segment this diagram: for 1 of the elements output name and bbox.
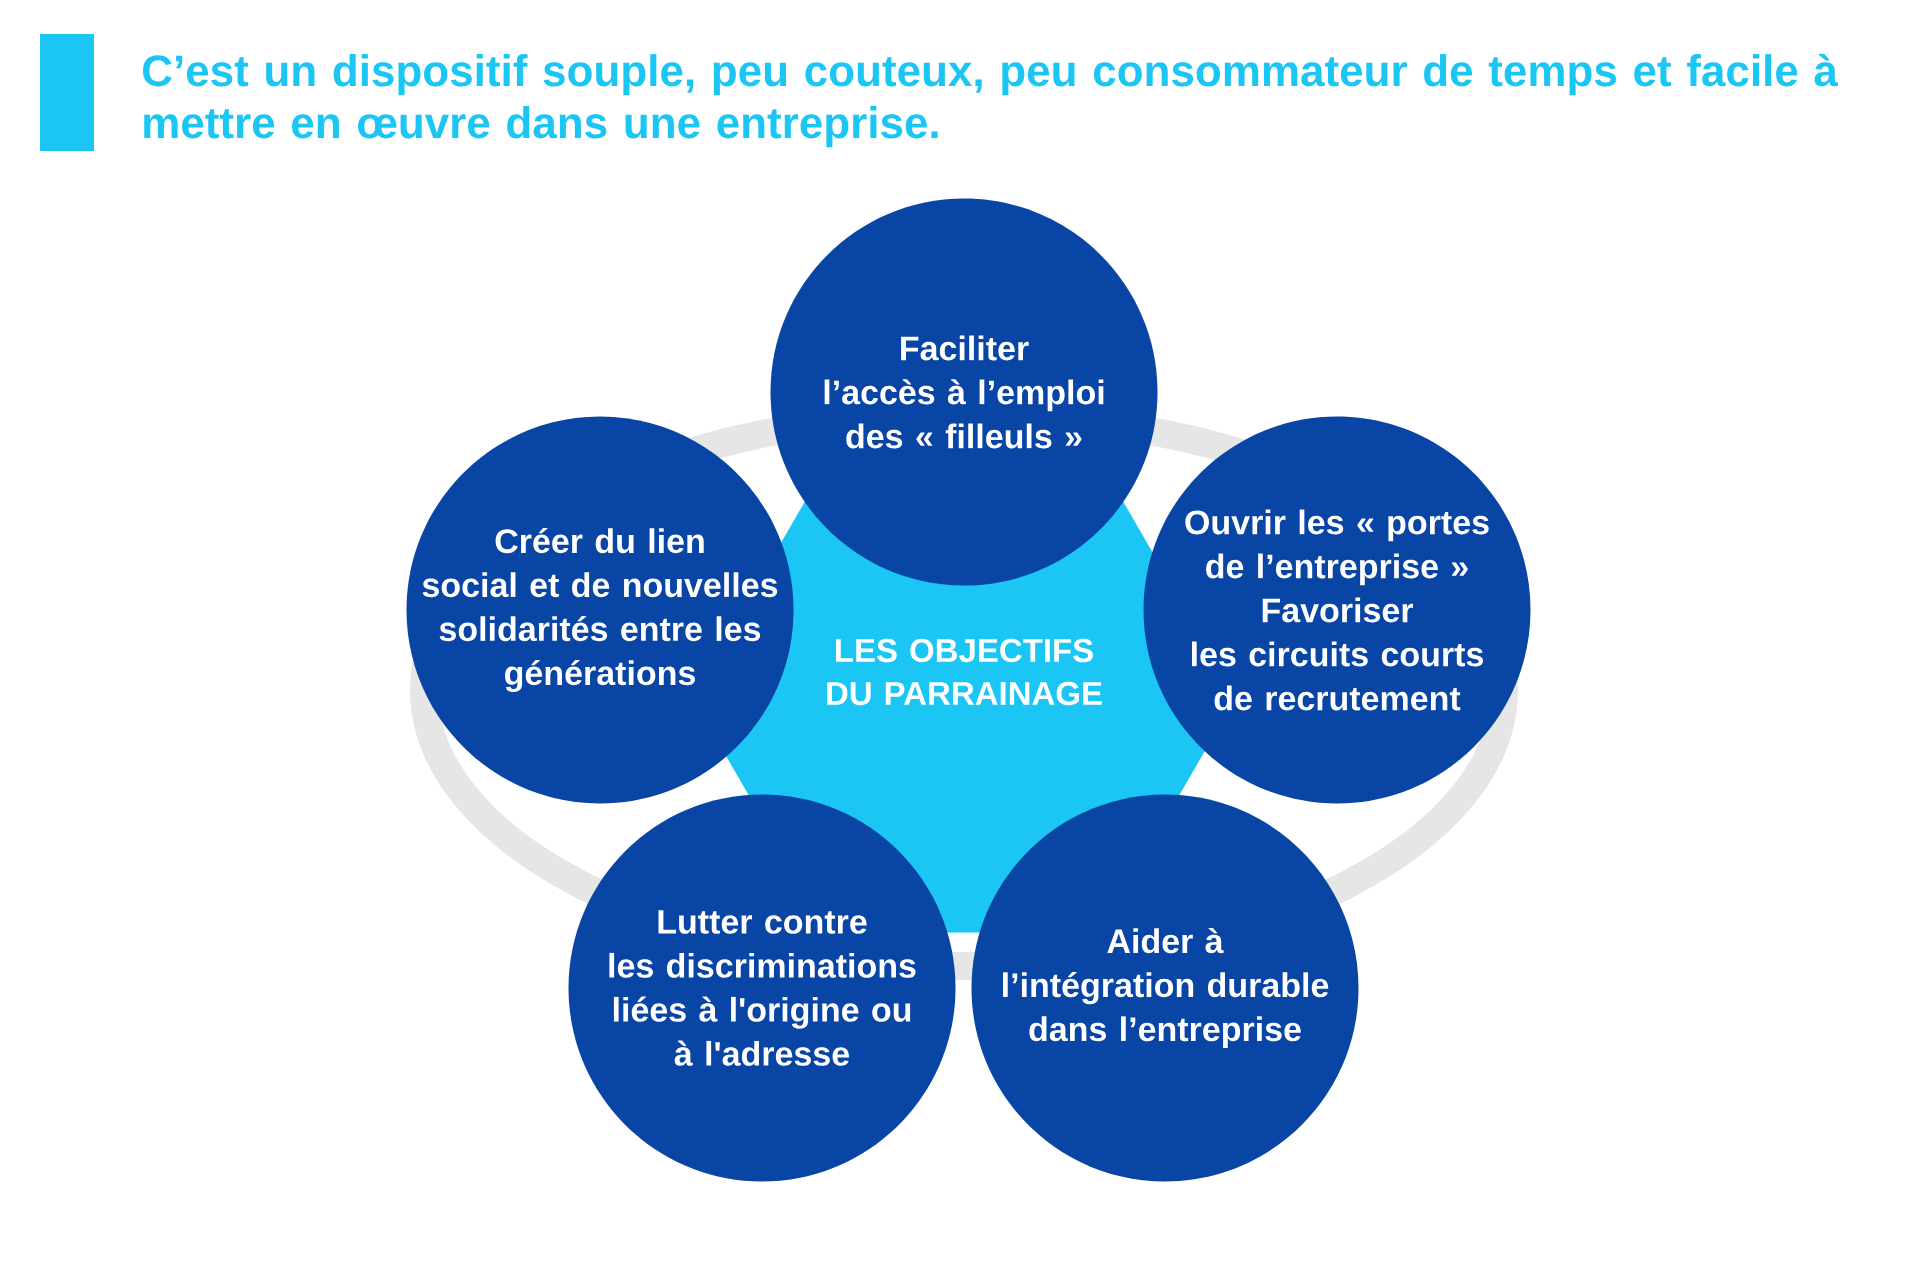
title: C’est un dispositif souple, peu couteux, peu consommateur de temps et facile à mettre en œuvre dans une entreprise. bbox=[143, 53, 1839, 148]
